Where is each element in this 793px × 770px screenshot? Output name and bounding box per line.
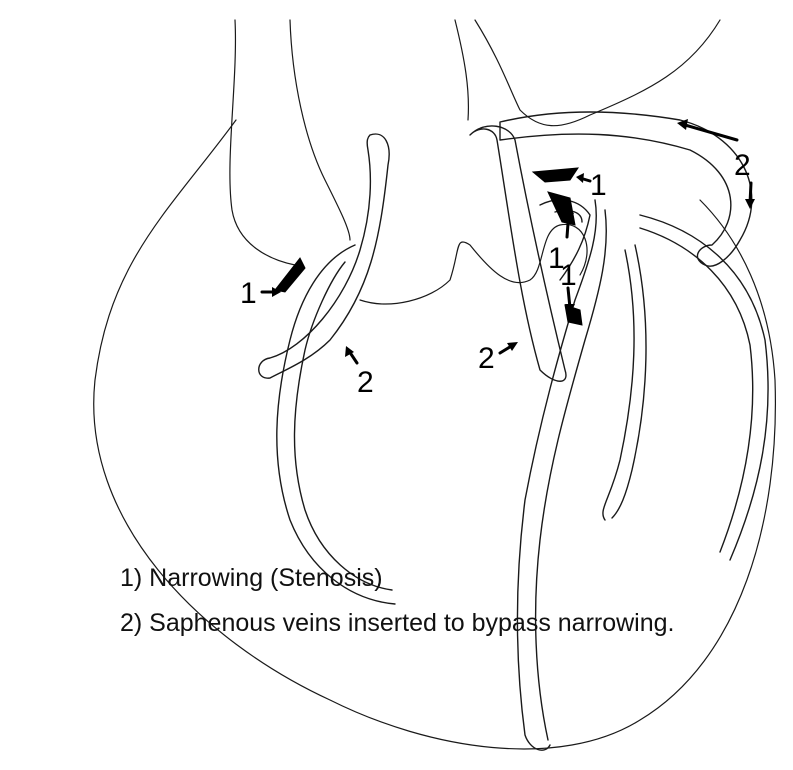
- legend-item-bypass: 2) Saphenous veins inserted to bypass na…: [120, 609, 675, 638]
- label-graft-top: 2: [734, 149, 751, 182]
- label-stenosis-top: 1: [590, 169, 607, 202]
- aorta: [455, 20, 720, 126]
- bypass-graft-left: [500, 112, 752, 266]
- heart-outline: [94, 120, 776, 749]
- diagonal-branch: [603, 245, 646, 520]
- stenosis-lesion-top: [533, 168, 578, 182]
- label-stenosis-right: 1: [240, 277, 257, 310]
- label-stenosis-lower: 1: [560, 259, 577, 292]
- label-graft-right: 2: [357, 366, 374, 399]
- arrow-graft-center: [500, 342, 518, 353]
- label-graft-center: 2: [478, 342, 495, 375]
- arrow-graft-top: [677, 119, 737, 140]
- stenosis-lesion-right: [275, 258, 305, 292]
- arrow-graft-top-down: [745, 183, 755, 209]
- right-coronary-artery: [277, 245, 395, 604]
- bypass-graft-right: [259, 134, 389, 378]
- arrow-stenosis-top: [576, 173, 590, 183]
- vena-cava: [230, 20, 350, 265]
- legend-item-stenosis: 1) Narrowing (Stenosis): [120, 564, 383, 593]
- arrow-graft-right: [345, 346, 357, 363]
- circumflex-artery: [640, 215, 768, 560]
